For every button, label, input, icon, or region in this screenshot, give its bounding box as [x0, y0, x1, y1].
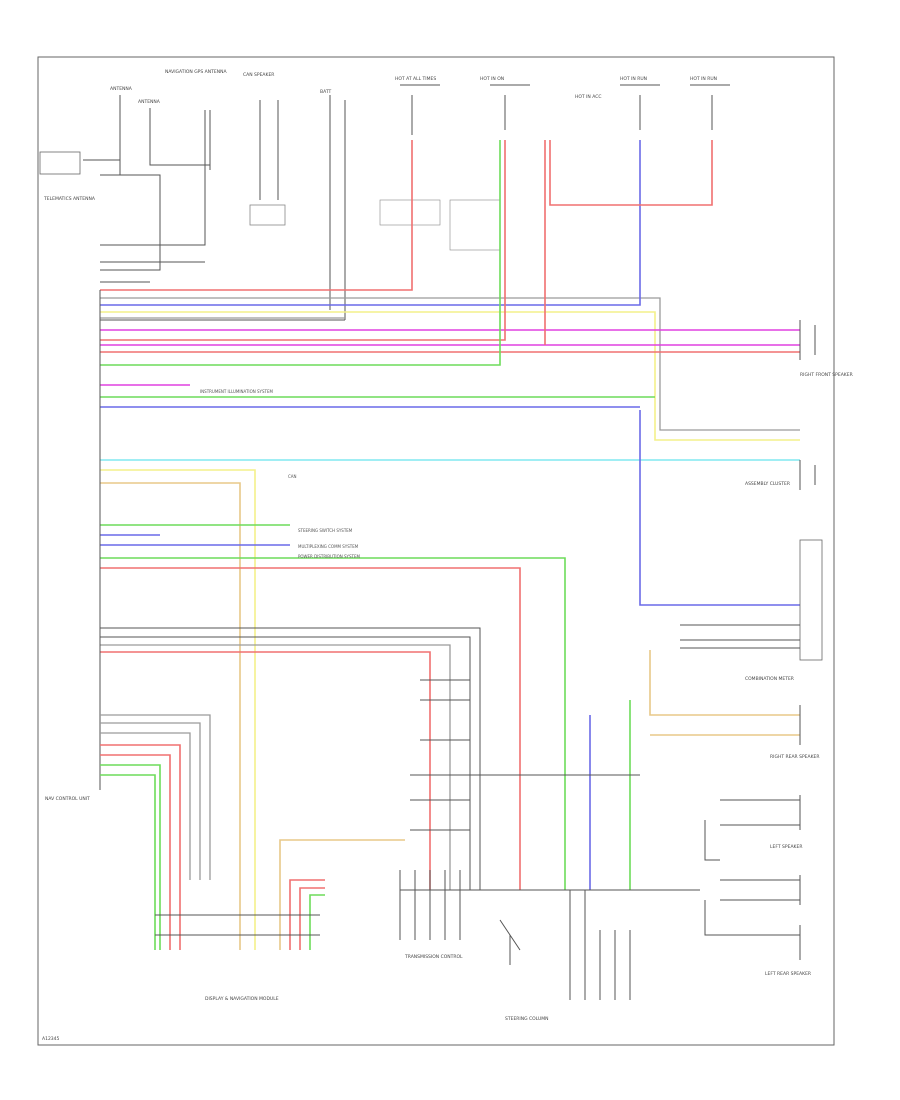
lower-wires	[100, 627, 700, 1000]
top-speaker-group: CAN SPEAKER	[243, 72, 286, 226]
top-antenna-group: ANTENNA ANTENNA NAVIGATION GPS ANTENNA	[83, 69, 227, 175]
label-antenna-2: ANTENNA	[138, 99, 161, 105]
rear-speaker-right: RIGHT FRONT SPEAKER	[799, 320, 853, 378]
label-hot-in-run-2: HOT IN RUN	[690, 76, 717, 82]
label-combination-meter: COMBINATION METER	[745, 676, 794, 682]
label-left-speaker: LEFT SPEAKER	[770, 844, 802, 850]
bus-wires	[100, 140, 800, 441]
label-multiplexing: MULTIPLEXING COMM SYSTEM	[298, 544, 359, 549]
mid-wires: INSTRUMENT ILLUMINATION SYSTEM CAN STEER…	[100, 384, 800, 950]
label-right-front-speaker: RIGHT FRONT SPEAKER	[800, 372, 853, 378]
label-power-distribution: POWER DISTRIBUTION SYSTEM	[298, 554, 360, 559]
label-hot-in-on: HOT IN ON	[480, 76, 504, 82]
label-hot-in-run-1: HOT IN RUN	[620, 76, 647, 82]
top-power-group: BATT HOT AT ALL TIMES HOT IN ON HOT IN A…	[100, 76, 730, 321]
label-instrument-illumination: INSTRUMENT ILLUMINATION SYSTEM	[200, 389, 273, 394]
label-telematics-antenna: TELEMATICS ANTENNA	[43, 196, 96, 202]
footer-code: A12345	[42, 1036, 60, 1042]
label-can: CAN	[288, 474, 297, 479]
label-display-module: DISPLAY & NAVIGATION MODULE	[205, 996, 279, 1002]
diagram-frame	[37, 56, 835, 1046]
left-unit: TELEMATICS ANTENNA	[39, 110, 206, 283]
label-nav-control-unit: NAV CONTROL UNIT	[45, 796, 90, 802]
label-left-rear-speaker: LEFT REAR SPEAKER	[765, 971, 811, 977]
label-steering-column: STEERING COLUMN	[505, 1016, 549, 1022]
right-connectors: ASSEMBLY CLUSTER COMBINATION METER RIGHT…	[649, 460, 823, 977]
label-hot-in-acc: HOT IN ACC	[575, 94, 602, 100]
label-gps-antenna: NAVIGATION GPS ANTENNA	[165, 69, 227, 75]
label-steering-switch: STEERING SWITCH SYSTEM	[298, 528, 353, 533]
label-batt: BATT	[320, 89, 331, 95]
label-hot-at-all-times: HOT AT ALL TIMES	[395, 76, 436, 82]
label-right-rear-speaker: RIGHT REAR SPEAKER	[770, 754, 820, 760]
left-bottom: NAV CONTROL UNIT DISPLAY & NAVIGATION MO…	[45, 290, 549, 1022]
label-transmission-control: TRANSMISSION CONTROL	[404, 954, 463, 960]
label-assembly-cluster: ASSEMBLY CLUSTER	[745, 481, 790, 487]
label-antenna-1: ANTENNA	[110, 86, 133, 92]
label-can-speaker: CAN SPEAKER	[243, 72, 274, 78]
